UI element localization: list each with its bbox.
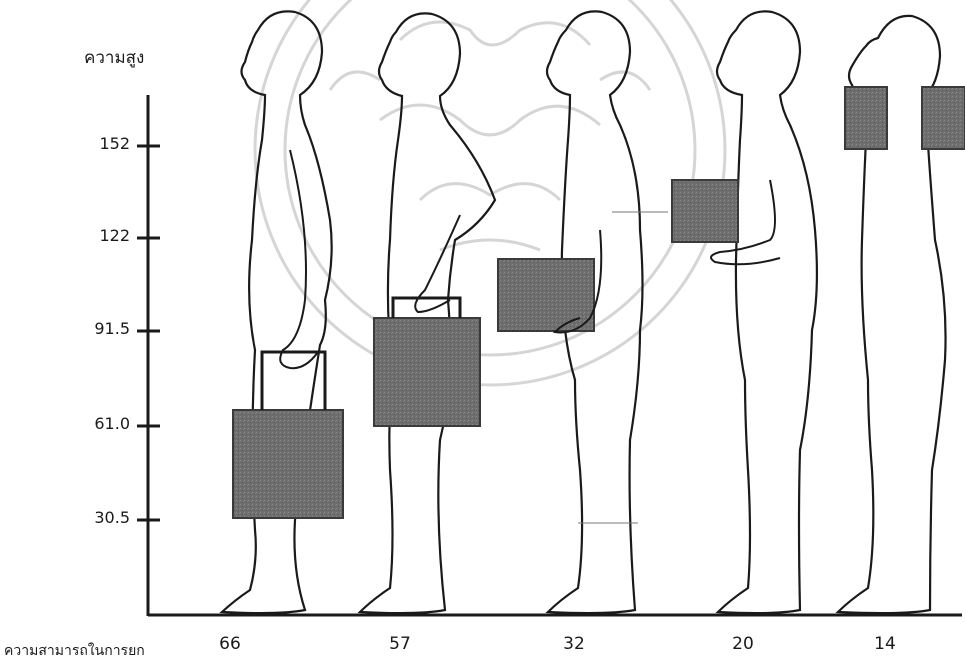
- lift-capacity-caption: ความสามารถในการยก: [4, 640, 145, 662]
- capacity-figure-5: 14: [855, 634, 915, 654]
- tick-label-122: 122: [60, 226, 130, 245]
- box-5b: [922, 87, 965, 149]
- figure-5: [838, 16, 965, 613]
- capacity-figure-3: 32: [544, 634, 604, 654]
- figure-1: [222, 11, 343, 613]
- capacity-figure-1: 66: [200, 634, 260, 654]
- figure-2: [360, 13, 495, 613]
- y-axis-title: ความสูง: [84, 44, 144, 71]
- figure-4: [672, 11, 817, 613]
- box-1: [233, 410, 343, 518]
- tick-label-91-5: 91.5: [60, 319, 130, 338]
- tick-label-61-0: 61.0: [60, 414, 130, 433]
- tick-label-152: 152: [60, 134, 130, 153]
- box-5a: [845, 87, 887, 149]
- capacity-figure-2: 57: [370, 634, 430, 654]
- figure-4-body: [717, 11, 817, 613]
- box-4: [672, 180, 738, 242]
- tick-label-30-5: 30.5: [60, 508, 130, 527]
- figure-2-body: [360, 13, 495, 613]
- figure-3: [498, 11, 668, 613]
- box-3: [498, 259, 594, 331]
- capacity-figure-4: 20: [713, 634, 773, 654]
- box-2: [374, 318, 480, 426]
- figure-1-body: [222, 11, 332, 613]
